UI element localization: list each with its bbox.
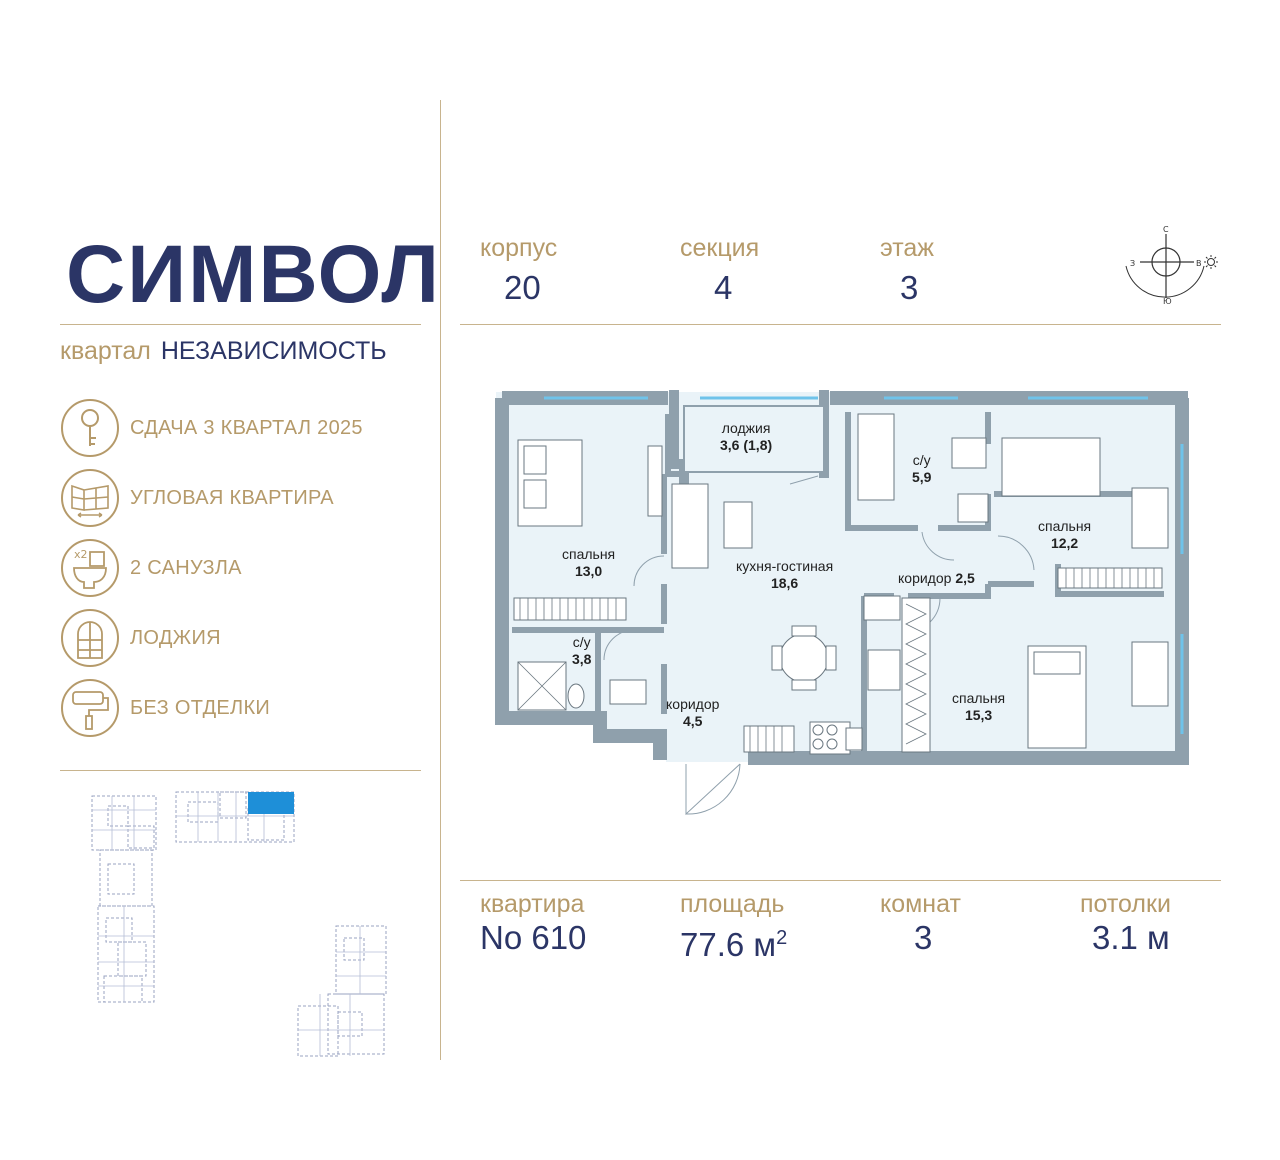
feature-label: 2 САНУЗЛА — [130, 556, 242, 579]
paint-roller-icon — [61, 679, 119, 737]
section-label: секция — [680, 234, 760, 262]
apartment-highlight — [248, 792, 294, 814]
compass-south: Ю — [1163, 297, 1172, 306]
corner-window-icon — [61, 469, 119, 527]
feature-finish: БЕЗ ОТДЕЛКИ — [60, 678, 270, 738]
compass-east: В — [1196, 259, 1202, 268]
divider — [460, 324, 1221, 325]
apartment-number-value: No 610 — [480, 919, 587, 956]
apartment-number-label: квартира — [480, 890, 585, 918]
feature-loggia: ЛОДЖИЯ — [60, 608, 221, 668]
feature-label: ЛОДЖИЯ — [130, 626, 221, 649]
building-value: 20 — [504, 269, 541, 306]
floor-param: этаж 3 — [880, 234, 934, 308]
feature-label: СДАЧА 3 КВАРТАЛ 2025 — [130, 416, 363, 439]
feature-delivery: СДАЧА 3 КВАРТАЛ 2025 — [60, 398, 363, 458]
floor-value: 3 — [900, 269, 919, 306]
divider — [60, 770, 421, 771]
building-plan-minimap — [91, 791, 387, 1057]
divider — [60, 324, 421, 325]
rooms-label: комнат — [880, 890, 961, 918]
feature-label: БЕЗ ОТДЕЛКИ — [130, 696, 271, 719]
building-label: корпус — [480, 234, 558, 262]
sun-icon — [1204, 255, 1218, 269]
ceiling-label: потолки — [1080, 890, 1171, 918]
ceiling-value: 3.1 м — [1092, 919, 1170, 956]
quarter-name: НЕЗАВИСИМОСТЬ — [160, 337, 387, 365]
logo: СИМВОЛ — [66, 229, 441, 320]
area-label: площадь — [680, 890, 785, 918]
toilet-count-badge: x2 — [74, 548, 88, 561]
apartment-number-param: квартира No 610 — [480, 890, 586, 958]
column-divider — [440, 100, 441, 1060]
rooms-param: комнат 3 — [880, 890, 961, 958]
quarter-title: квартал НЕЗАВИСИМОСТЬ — [60, 336, 387, 366]
feature-label: УГЛОВАЯ КВАРТИРА — [130, 486, 334, 509]
key-icon — [61, 399, 119, 457]
floor-label: этаж — [880, 234, 935, 262]
compass-west: З — [1130, 259, 1135, 268]
ceiling-param: потолки 3.1 м — [1080, 890, 1171, 958]
toilet-icon: x2 — [61, 539, 119, 597]
divider — [460, 880, 1221, 881]
compass-north: С — [1163, 225, 1169, 234]
quarter-label: квартал — [60, 337, 151, 365]
section-param: секция 4 — [680, 234, 759, 308]
room-corridor-1: коридор 2,5 — [898, 570, 975, 586]
building-param: корпус 20 — [480, 234, 557, 308]
section-value: 4 — [714, 269, 733, 306]
feature-corner: УГЛОВАЯ КВАРТИРА — [60, 468, 334, 528]
compass-icon: С Ю З В — [1125, 225, 1218, 306]
rooms-value: 3 — [914, 919, 933, 956]
arched-window-icon — [61, 609, 119, 667]
area-value: 77.6 м2 — [680, 926, 788, 963]
feature-bathrooms: x2 2 САНУЗЛА — [60, 538, 242, 598]
area-param: площадь 77.6 м2 — [680, 890, 787, 965]
